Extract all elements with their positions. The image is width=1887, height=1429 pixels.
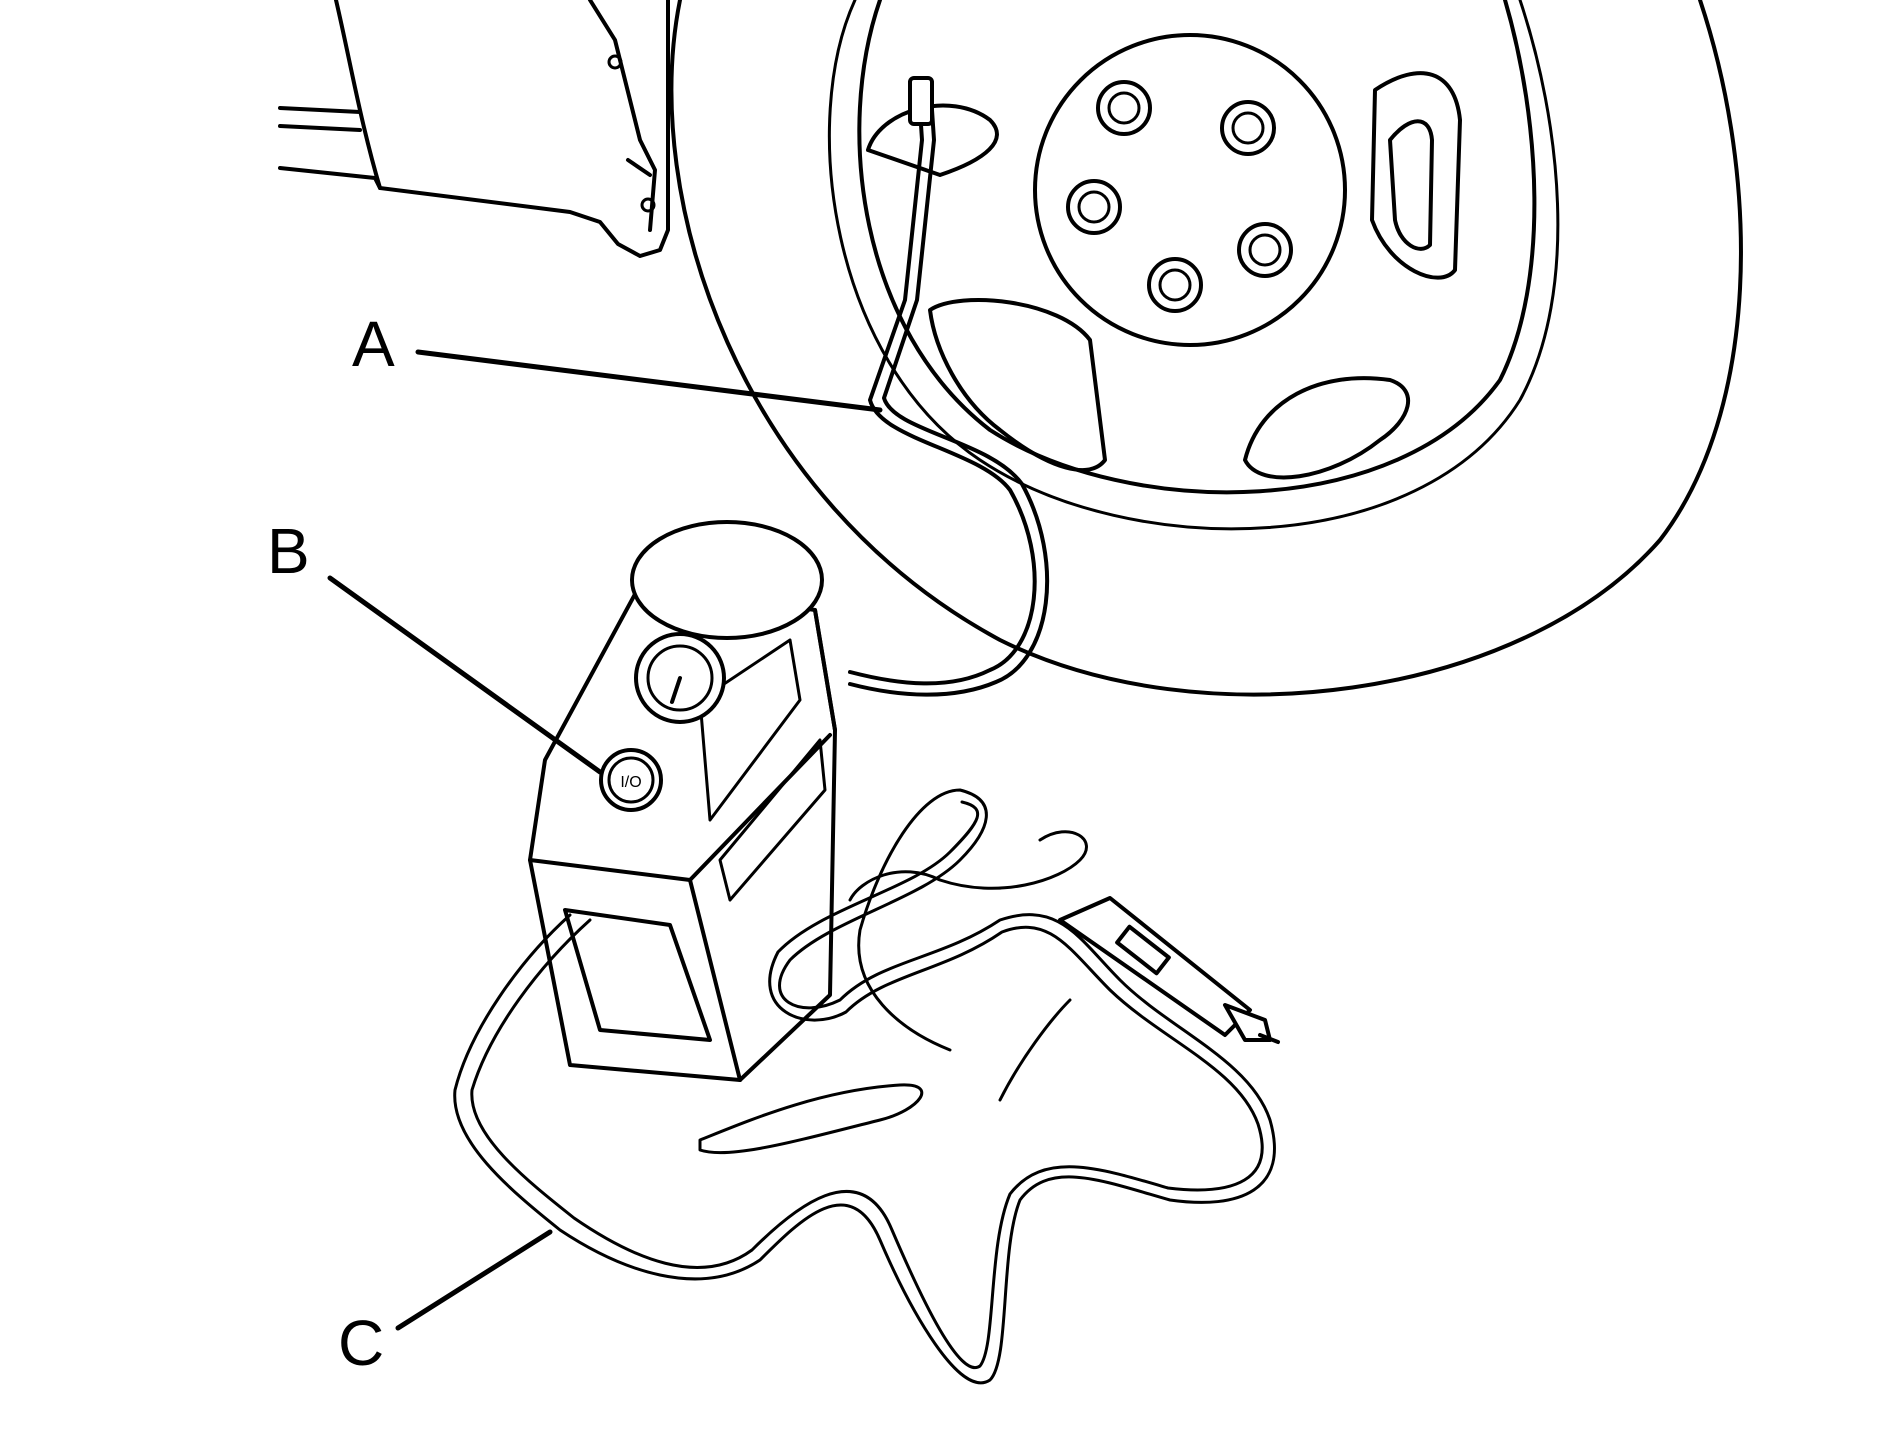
power-button: I/O (599, 748, 663, 812)
callout-label-c: C (338, 1307, 385, 1379)
callout-label-a: A (352, 308, 395, 380)
air-hose (848, 76, 1049, 697)
power-plug (1058, 896, 1280, 1044)
vehicle-fender (278, 0, 670, 258)
leader-lines (327, 349, 883, 1331)
callout-label-b: B (267, 515, 310, 587)
leader-line-c (395, 1229, 553, 1331)
compressor-unit: I/O (528, 520, 837, 1082)
leader-line-a (415, 349, 883, 413)
tire-wheel (669, 0, 1743, 697)
leader-line-b (327, 575, 603, 775)
power-cord (453, 788, 1280, 1385)
power-button-marking: I/O (620, 774, 641, 791)
lug-nuts (1066, 80, 1293, 313)
